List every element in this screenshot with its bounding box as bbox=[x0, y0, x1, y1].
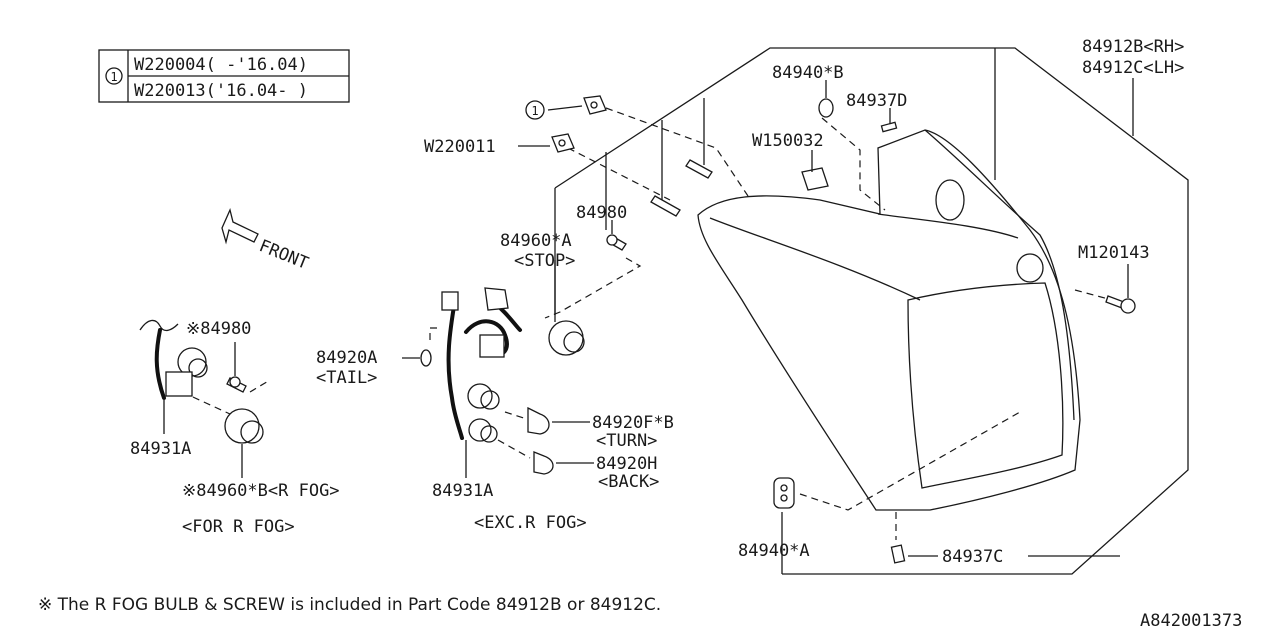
callout-84940a: 84940*A bbox=[738, 541, 810, 561]
legend-table: 1 W220004( -'16.04) W220013('16.04- ) bbox=[98, 49, 350, 103]
assembly-callout: 84912B<RH> 84912C<LH> bbox=[1082, 37, 1184, 78]
callout-84912b: 84912B<RH> bbox=[1082, 37, 1184, 57]
legend-marker-text: 1 bbox=[110, 70, 117, 84]
harness-84931a-center: 84931A <EXC.R FOG> bbox=[432, 440, 587, 533]
screw-84980-fog: ※84980 bbox=[186, 319, 251, 393]
callout-circle-1: 1 bbox=[531, 104, 538, 118]
lamp-housing bbox=[697, 129, 1081, 511]
callout-back: <BACK> bbox=[598, 472, 659, 492]
callout-84980: 84980 bbox=[576, 203, 627, 223]
callout-84912c: 84912C<LH> bbox=[1082, 58, 1184, 78]
grommet-84940a: 84940*A bbox=[738, 477, 810, 561]
callout-m120143: M120143 bbox=[1078, 243, 1150, 263]
screw-m120143: M120143 bbox=[1078, 243, 1150, 314]
callout-84931a-left: 84931A bbox=[130, 439, 191, 459]
footnote: ※ The R FOG BULB & SCREW is included in … bbox=[38, 595, 661, 615]
callout-84940b: 84940*B bbox=[772, 63, 844, 83]
pad-84937d: 84937D bbox=[846, 91, 907, 133]
callout-tail: <TAIL> bbox=[316, 368, 377, 388]
diagram-id: A842001373 bbox=[1140, 611, 1242, 631]
bulb-84960a-stop: 84960*A <STOP> bbox=[500, 231, 585, 356]
bulb-84920a-tail: 84920A <TAIL> bbox=[316, 348, 432, 388]
callout-84920fb: 84920F*B bbox=[592, 413, 674, 433]
bulb-84960b-r-fog: ※84960*B<R FOG> <FOR R FOG> bbox=[182, 408, 340, 537]
callout-84960a: 84960*A bbox=[500, 231, 572, 251]
harness-left: 84931A bbox=[130, 319, 208, 459]
callout-84931a-center: 84931A bbox=[432, 481, 493, 501]
legend-row-2: W220013('16.04- ) bbox=[134, 81, 308, 101]
callout-turn: <TURN> bbox=[596, 431, 657, 451]
nut-w150032: W150032 bbox=[752, 131, 829, 191]
callout-w150032: W150032 bbox=[752, 131, 824, 151]
legend-row-1: W220004( -'16.04) bbox=[134, 55, 308, 75]
clip-w220011: W220011 bbox=[424, 133, 575, 157]
callout-84937c: 84937C bbox=[942, 547, 1003, 567]
assembly-dashed-lines bbox=[181, 107, 1113, 540]
screw-84980: 84980 bbox=[576, 203, 627, 251]
callout-stop: <STOP> bbox=[514, 251, 575, 271]
callout-exc-r-fog: <EXC.R FOG> bbox=[474, 513, 587, 533]
clip-circle-1: 1 bbox=[525, 95, 607, 120]
studs bbox=[605, 98, 713, 230]
grommet-84940b: 84940*B bbox=[772, 63, 844, 118]
pad-84937c: 84937C bbox=[890, 544, 1120, 567]
callout-for-r-fog: <FOR R FOG> bbox=[182, 517, 295, 537]
callout-84960b: ※84960*B<R FOG> bbox=[182, 481, 340, 501]
assembly-frame bbox=[554, 47, 1189, 575]
callout-84937d: 84937D bbox=[846, 91, 907, 111]
legend-circle-marker bbox=[105, 67, 123, 85]
front-label: FRONT bbox=[256, 236, 311, 274]
callout-84980-fog: ※84980 bbox=[186, 319, 251, 339]
bulb-84920h-back: 84920H <BACK> bbox=[533, 451, 659, 492]
callout-w220011: W220011 bbox=[424, 137, 496, 157]
callout-84920h: 84920H bbox=[596, 454, 657, 474]
front-arrow: FRONT bbox=[221, 208, 311, 274]
bulb-84920fb-turn: 84920F*B <TURN> bbox=[527, 406, 674, 451]
callout-84920a: 84920A bbox=[316, 348, 377, 368]
harness-center bbox=[441, 287, 522, 443]
